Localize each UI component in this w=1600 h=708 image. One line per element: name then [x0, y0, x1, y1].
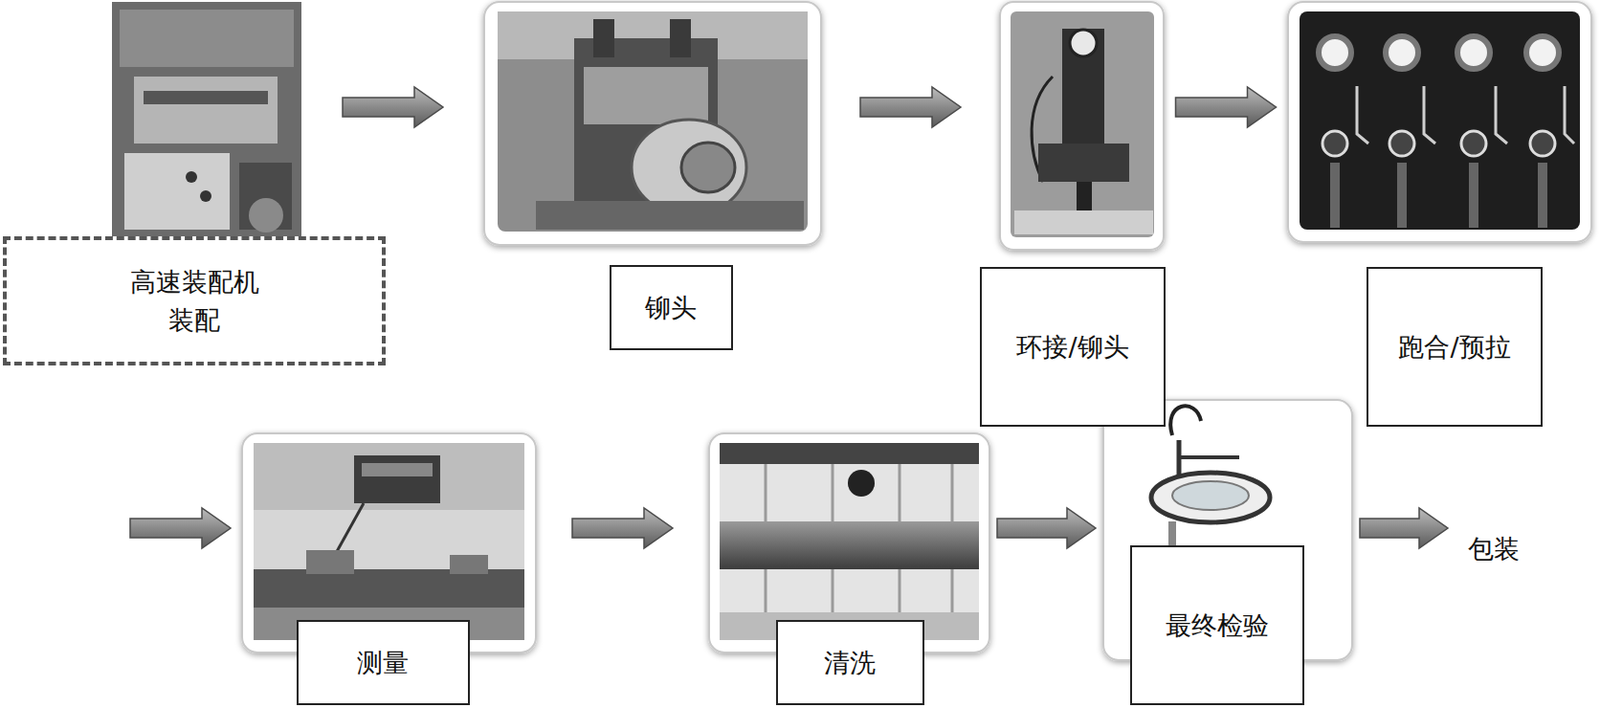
process-step: 测量 — [242, 433, 536, 706]
photo-frame — [1000, 1, 1164, 250]
block-arrow — [1176, 87, 1277, 128]
process-text: 包装 — [1455, 506, 1533, 592]
step-label: 测量 — [356, 644, 409, 682]
process-step: 跑合/预拉 — [1288, 1, 1592, 427]
step-label: 高速装配机 装配 — [123, 263, 267, 338]
step-label: 包装 — [1467, 530, 1520, 568]
block-arrow — [130, 508, 231, 549]
riveting-photo — [484, 1, 822, 245]
block-arrow — [572, 508, 673, 549]
photo-frame — [484, 1, 822, 245]
block-arrow — [860, 87, 961, 128]
label-box: 跑合/预拉 — [1366, 266, 1543, 427]
label-box: 包装 — [1455, 506, 1533, 592]
block-arrow — [1359, 508, 1448, 549]
step-label: 铆头 — [644, 288, 697, 327]
step-label: 最终检验 — [1165, 606, 1269, 645]
label-box: 最终检验 — [1130, 545, 1305, 706]
label-box: 测量 — [296, 620, 470, 706]
running-in-photo — [1288, 1, 1592, 243]
block-arrow — [342, 87, 444, 128]
label-box: 高速装配机 装配 — [2, 236, 386, 366]
label-box: 铆头 — [609, 265, 734, 351]
label-box: 环接/铆头 — [979, 266, 1166, 427]
photo-frame — [1288, 1, 1592, 243]
machine-photo — [111, 1, 302, 245]
photo-frame — [111, 1, 302, 245]
step-label: 环接/铆头 — [1016, 328, 1129, 366]
process-step: 铆头 — [484, 1, 822, 351]
press-photo — [1000, 1, 1164, 250]
step-label: 跑合/预拉 — [1398, 328, 1511, 366]
process-step: 最终检验 — [1103, 400, 1353, 706]
label-box: 清洗 — [776, 620, 925, 706]
process-step: 清洗 — [709, 433, 990, 706]
process-step: 高速装配机 装配 — [2, 1, 386, 366]
process-step: 环接/铆头 — [979, 1, 1166, 427]
step-label: 清洗 — [823, 644, 876, 682]
block-arrow — [997, 508, 1096, 549]
